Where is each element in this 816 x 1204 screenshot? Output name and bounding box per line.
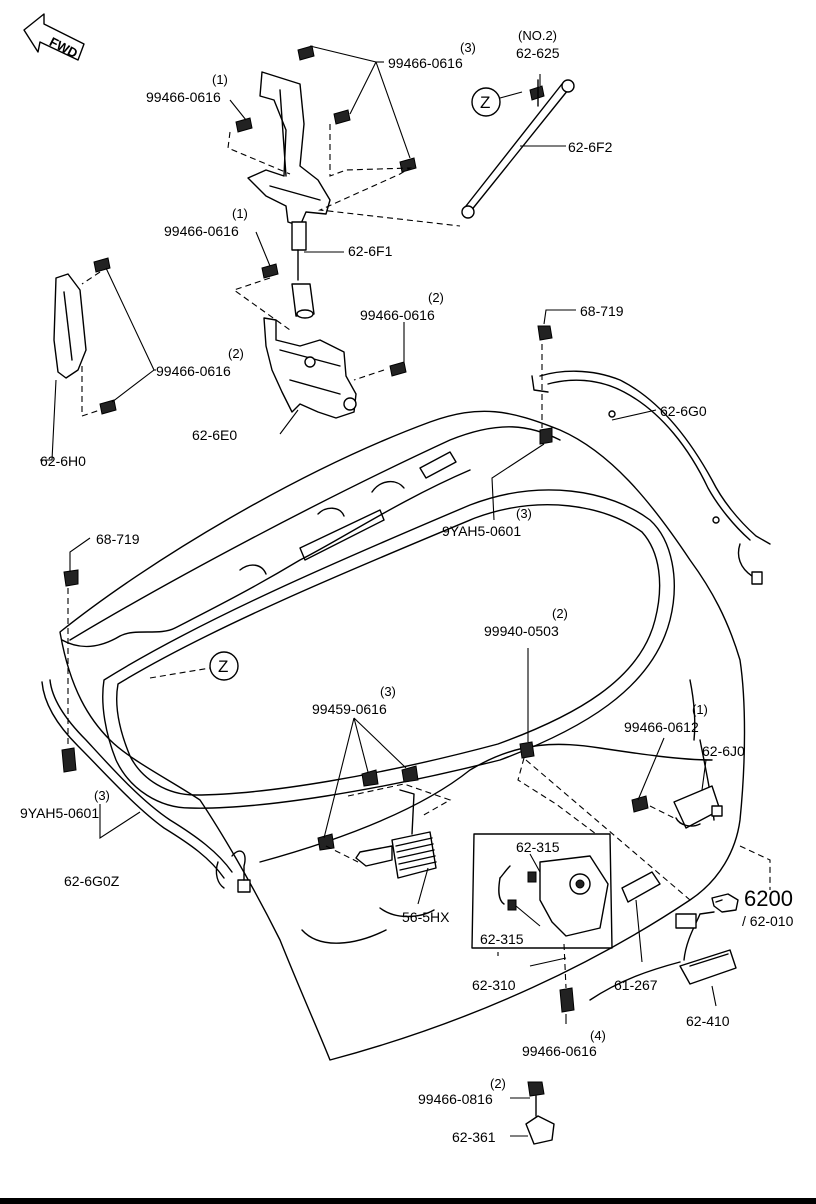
label-qty-p27: (4) xyxy=(590,1028,606,1043)
wiring-harness-lower xyxy=(41,679,251,893)
label-p11: 62-6E0 xyxy=(192,427,237,443)
label-p05: 99466-0616 xyxy=(164,223,239,239)
label-p20: 62-315 xyxy=(516,839,560,855)
label-p07: 99466-0616 xyxy=(360,307,435,323)
label-qty-p17: (1) xyxy=(692,702,708,717)
latch-cover-plate xyxy=(621,871,661,903)
label-p27: 99466-0616 xyxy=(522,1043,597,1059)
striker-62-361 xyxy=(525,1081,555,1145)
liftgate-drive-unit xyxy=(263,317,357,419)
bolts xyxy=(61,45,649,1013)
label-qty-p19: (3) xyxy=(94,788,110,803)
label-p28: 99466-0816 xyxy=(418,1091,493,1107)
label-p18: 62-6J0 xyxy=(702,743,745,759)
callout-z-top: Z xyxy=(471,87,523,117)
label-p23: 56-5HX xyxy=(402,909,450,925)
label-p15: 99940-0503 xyxy=(484,623,559,639)
label-qty-p03: (NO.2) xyxy=(518,28,557,43)
opener-switch xyxy=(675,911,737,985)
label-qty-p07: (2) xyxy=(428,290,444,305)
label-p25: 61-267 xyxy=(614,977,658,993)
label-p13: 9YAH5-0601 xyxy=(442,523,521,539)
label-p21: 62-315 xyxy=(480,931,524,947)
label-p16: 99459-0616 xyxy=(312,701,387,717)
label-qty-p02: (1) xyxy=(212,72,228,87)
label-p17: 99466-0612 xyxy=(624,719,699,735)
fwd-arrow-icon: FWD xyxy=(23,13,85,61)
assembly-lines xyxy=(67,124,771,989)
rear-unit-62-6j0 xyxy=(673,785,723,829)
label-qty-p28: (2) xyxy=(490,1076,506,1091)
label-qty-p13: (3) xyxy=(516,506,532,521)
label-qty-p15: (2) xyxy=(552,606,568,621)
label-p19: 9YAH5-0601 xyxy=(20,805,99,821)
label-p14: 68-719 xyxy=(96,531,140,547)
group-ref-sub: / 62-010 xyxy=(742,913,794,929)
label-qty-p08: (2) xyxy=(228,346,244,361)
label-qty-p05: (1) xyxy=(232,206,248,221)
bottom-rule xyxy=(0,1198,816,1204)
label-p03: 62-625 xyxy=(516,45,560,61)
latch-assembly-group xyxy=(471,833,613,949)
label-p01: 99466-0616 xyxy=(388,55,463,71)
label-p26: 62-410 xyxy=(686,1013,730,1029)
callout-z-window-label: Z xyxy=(218,657,228,676)
tailgate-panel xyxy=(59,410,746,1061)
gas-strut xyxy=(461,79,575,219)
callout-z-window: Z xyxy=(209,651,239,681)
wiring-harness-upper xyxy=(531,370,771,585)
side-bracket xyxy=(53,273,87,379)
label-p08: 99466-0616 xyxy=(156,363,231,379)
label-p02: 99466-0616 xyxy=(146,89,221,105)
label-p24: 62-310 xyxy=(472,977,516,993)
label-qty-p16: (3) xyxy=(380,684,396,699)
leader-lines xyxy=(40,45,717,1137)
label-qty-p01: (3) xyxy=(460,40,476,55)
hand-pointer-icon xyxy=(711,893,739,913)
fwd-label: FWD xyxy=(47,34,80,61)
group-ref-main: 6200 xyxy=(744,886,793,911)
part-labels: (3) 99466-0616 (1) 99466-0616 (NO.2) 62-… xyxy=(20,28,794,1145)
hinge-arm-assembly xyxy=(247,71,331,319)
control-module xyxy=(355,789,437,879)
label-p12: 62-6H0 xyxy=(40,453,86,469)
label-p04: 62-6F2 xyxy=(568,139,613,155)
label-p10: 62-6G0 xyxy=(660,403,707,419)
label-p29: 62-361 xyxy=(452,1129,496,1145)
label-p22: 62-6G0Z xyxy=(64,873,120,889)
label-p09: 68-719 xyxy=(580,303,624,319)
callout-z-top-label: Z xyxy=(480,93,490,112)
label-p06: 62-6F1 xyxy=(348,243,393,259)
